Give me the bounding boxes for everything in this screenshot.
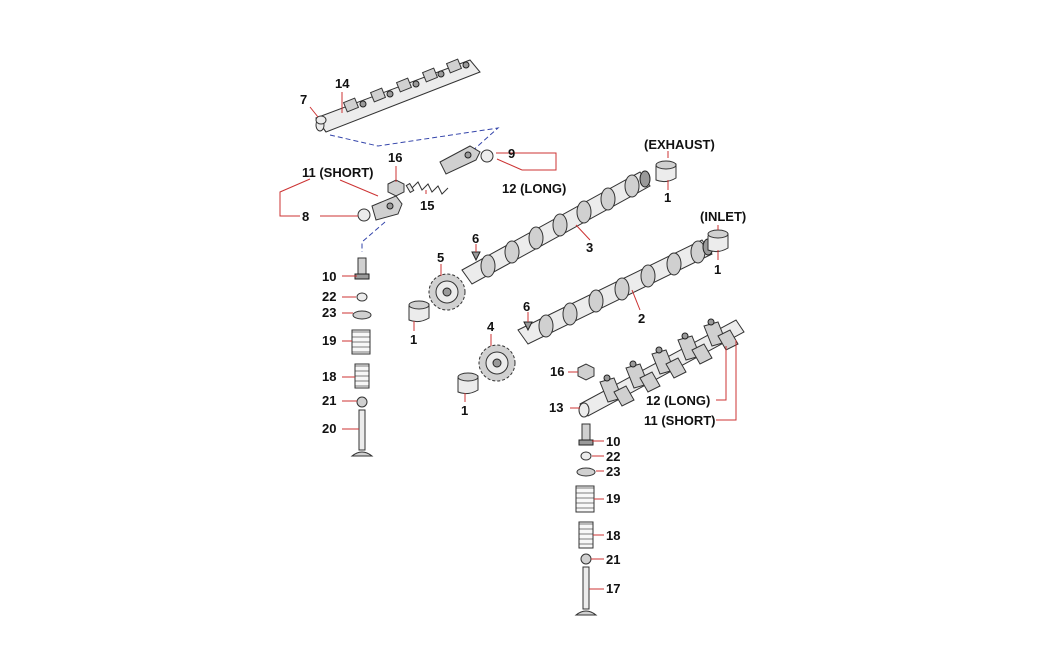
label-7: 7 — [300, 92, 307, 107]
label-inlet: (INLET) — [700, 209, 746, 224]
label-11-short-lower: 11 (SHORT) — [644, 413, 716, 428]
label-18-left: 18 — [322, 369, 336, 384]
label-21-left: 21 — [322, 393, 336, 408]
part-21-seal-right — [580, 553, 592, 565]
label-8: 8 — [302, 209, 309, 224]
part-8-pad — [357, 208, 371, 222]
valve-stack-right — [574, 423, 598, 616]
part-4-inlet-sprocket — [478, 344, 516, 382]
part-13-rocker-shaft-lower — [578, 318, 745, 418]
part-22-cap-left — [356, 292, 368, 302]
part-19-outer-spring-right — [575, 485, 595, 513]
label-9: 9 — [508, 146, 515, 161]
part-1-inlet-cap — [707, 229, 729, 253]
rocker-shaft-assembly-upper — [315, 58, 481, 133]
part-2-inlet-camshaft — [517, 238, 714, 345]
label-22-right: 22 — [606, 449, 620, 464]
part-18-inner-spring-right — [578, 521, 594, 549]
part-16-nut-lower — [577, 363, 595, 381]
callout-labels: 7 14 16 9 11 (SHORT) 12 (LONG) 15 8 10 2… — [300, 76, 746, 596]
label-15: 15 — [420, 198, 434, 213]
part-6-pin-upper — [471, 251, 481, 262]
part-15-spring — [405, 181, 449, 195]
valve-stack-left — [350, 257, 374, 457]
part-8-rocker-arm-short — [371, 195, 403, 221]
label-20: 20 — [322, 421, 336, 436]
label-19-left: 19 — [322, 333, 336, 348]
label-10-right: 10 — [606, 434, 620, 449]
part-23-retainer-left — [352, 310, 372, 320]
part-21-seal-left — [356, 396, 368, 408]
part-10-adjuster-bolt-right — [578, 423, 594, 446]
label-17: 17 — [606, 581, 620, 596]
label-16-upper: 16 — [388, 150, 402, 165]
part-17-valve-right — [574, 566, 598, 616]
part-1-cap-gear5 — [408, 300, 430, 323]
label-14: 14 — [335, 76, 350, 91]
part-19-outer-spring-left — [351, 329, 371, 355]
label-1-gear5: 1 — [410, 332, 417, 347]
label-2: 2 — [638, 311, 645, 326]
label-13: 13 — [549, 400, 563, 415]
part-22-cap-right — [580, 451, 592, 461]
part-20-valve-left — [350, 409, 374, 457]
part-18-inner-spring-left — [354, 363, 370, 389]
label-3: 3 — [586, 240, 593, 255]
label-11-short-upper: 11 (SHORT) — [302, 165, 374, 180]
label-10-left: 10 — [322, 269, 336, 284]
label-12-long-lower: 12 (LONG) — [646, 393, 710, 408]
part-7-washer — [315, 115, 327, 125]
label-1-exhaust: 1 — [664, 190, 671, 205]
label-18-right: 18 — [606, 528, 620, 543]
label-16-lower: 16 — [550, 364, 564, 379]
part-5-exhaust-sprocket — [428, 273, 466, 311]
label-21-right: 21 — [606, 552, 620, 567]
part-23-retainer-right — [576, 467, 596, 477]
label-22-left: 22 — [322, 289, 336, 304]
label-1-gear4: 1 — [461, 403, 468, 418]
label-4: 4 — [487, 319, 495, 334]
label-6-lower: 6 — [523, 299, 530, 314]
label-exhaust: (EXHAUST) — [644, 137, 715, 152]
label-23-right: 23 — [606, 464, 620, 479]
part-3-exhaust-camshaft — [461, 170, 651, 285]
part-1-exhaust-cap — [655, 160, 677, 183]
label-23-left: 23 — [322, 305, 336, 320]
part-16-nut-upper — [387, 179, 405, 197]
label-12-long-upper: 12 (LONG) — [502, 181, 566, 196]
part-1-cap-gear4 — [457, 372, 479, 395]
label-5: 5 — [437, 250, 444, 265]
label-1-inlet: 1 — [714, 262, 721, 277]
part-10-adjuster-bolt-left — [354, 257, 370, 280]
part-9-pad — [480, 149, 494, 163]
label-19-right: 19 — [606, 491, 620, 506]
label-6-upper: 6 — [472, 231, 479, 246]
part-9-rocker-arm-long — [439, 145, 481, 175]
